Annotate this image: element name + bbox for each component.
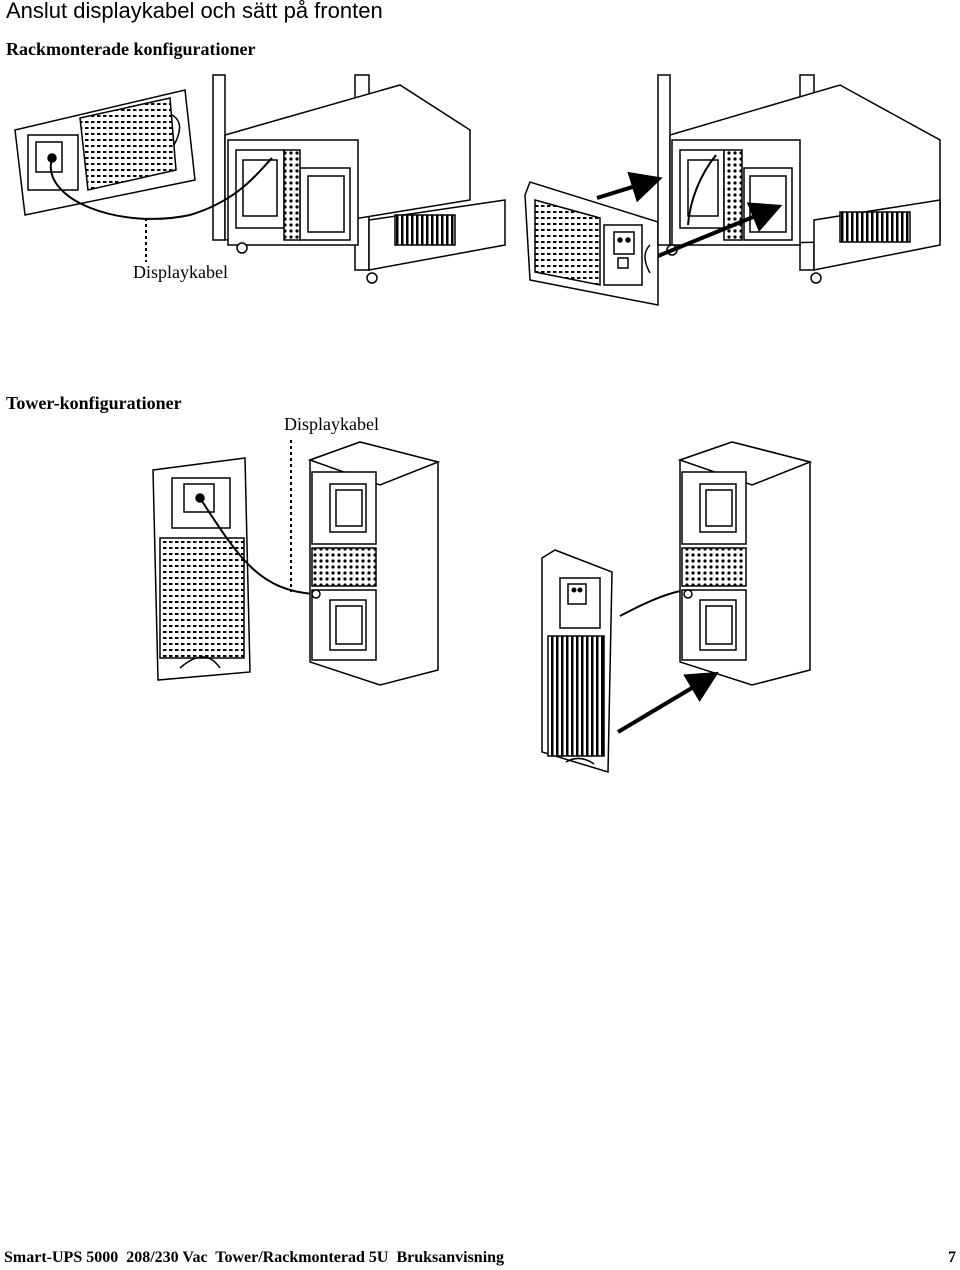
tower-ups-unit-1 [307, 441, 441, 686]
rack-ups-unit-1 [212, 74, 506, 284]
rack-display-cable [49, 157, 273, 220]
open-front-bezel [14, 89, 196, 216]
arrow-icon [657, 202, 783, 258]
tower-ups-unit-2 [677, 441, 813, 686]
rack-front-bezel-attach [524, 181, 659, 306]
tower-front-bezel-attach [541, 549, 613, 774]
rack-cable-label: Displaykabel [133, 262, 228, 282]
rack-ups-unit-2 [657, 74, 941, 284]
rack-section-heading: Rackmonterade konfigurationer [6, 39, 256, 59]
footer-page-number: 7 [948, 1249, 956, 1266]
tower-open-front-bezel [152, 457, 251, 681]
tower-cable-label: Displaykabel [284, 414, 379, 434]
footer-document-title: Smart-UPS 5000 208/230 Vac Tower/Rackmon… [4, 1249, 505, 1266]
tower-display-cable [199, 497, 315, 595]
arrow-icon [616, 671, 719, 734]
tower-section-heading: Tower-konfigurationer [6, 393, 182, 413]
page-title: Anslut displaykabel och sätt på fronten [6, 0, 383, 23]
arrow-icon [596, 171, 663, 203]
